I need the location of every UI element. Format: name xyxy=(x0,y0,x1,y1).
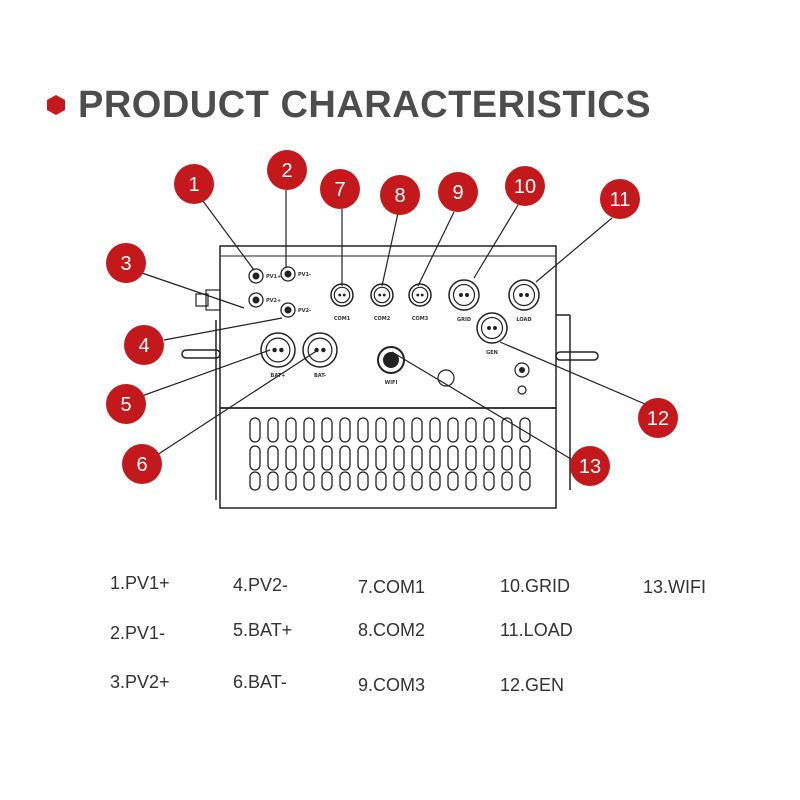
bat-minus-port-label: BAT- xyxy=(314,373,326,379)
bat-plus-port: BAT+ xyxy=(260,332,296,379)
callout-4: 4 xyxy=(124,325,164,365)
callout-3-number: 3 xyxy=(120,253,131,275)
bat-plus-port-label: BAT+ xyxy=(271,373,286,379)
leader-lines xyxy=(138,190,646,463)
pv2-minus-port-label: PV2- xyxy=(298,308,311,314)
load-port-label: LOAD xyxy=(516,317,531,323)
legend-item: 2.PV1- xyxy=(110,623,166,643)
legend-item: 11.LOAD xyxy=(500,620,573,640)
legend-item: 5.BAT+ xyxy=(233,620,293,640)
callout-1-number: 1 xyxy=(188,174,199,196)
callout-9-number: 9 xyxy=(452,182,463,204)
ground-symbol xyxy=(517,385,527,395)
callout-10-number: 10 xyxy=(514,176,536,198)
pv2-plus-side-connector xyxy=(195,289,221,311)
pv1-minus-port: PV1- xyxy=(280,266,311,282)
pv2-minus-port: PV2- xyxy=(280,302,311,318)
pv1-minus-port-label: PV1- xyxy=(298,272,311,278)
com3-port-label: COM3 xyxy=(412,316,429,322)
cooling-fins xyxy=(249,417,531,491)
legend-item: 8.COM2 xyxy=(358,620,426,640)
pv2-plus-port-label: PV2+ xyxy=(266,298,281,304)
com2-port-label: COM2 xyxy=(374,316,391,322)
com2-port: COM2 xyxy=(370,283,394,322)
legend-item: 6.BAT- xyxy=(233,672,287,692)
legend-item: 12.GEN xyxy=(500,675,565,695)
callout-11: 11 xyxy=(600,179,640,219)
callout-7-number: 7 xyxy=(334,179,345,201)
callout-5: 5 xyxy=(106,384,146,424)
callout-11-number: 11 xyxy=(610,189,631,211)
pv2-plus-port: PV2+ xyxy=(248,292,281,308)
callout-10: 10 xyxy=(505,166,545,206)
legend-item: 7.COM1 xyxy=(358,577,426,597)
callout-13-number: 13 xyxy=(579,456,601,478)
gen-port: GEN xyxy=(476,312,508,356)
callout-12: 12 xyxy=(638,398,678,438)
title-block: PRODUCT CHARACTERISTICS xyxy=(46,80,651,130)
grid-port-label: GRID xyxy=(457,317,471,323)
ports: PV1+ PV2+ PV1- PV2- COM1 COM2 COM3 GRID LOAD GEN B… xyxy=(248,266,540,395)
hexagon-bullet-icon xyxy=(47,95,65,115)
legend-item: 4.PV2- xyxy=(233,575,289,595)
com1-port: COM1 xyxy=(330,283,354,322)
pv1-plus-port-label: PV1+ xyxy=(266,274,281,280)
callout-2-number: 2 xyxy=(281,160,292,182)
grid-port: GRID xyxy=(448,279,480,323)
callout-6: 6 xyxy=(122,444,162,484)
callout-9: 9 xyxy=(438,172,478,212)
wifi-port: WIFI xyxy=(377,346,405,386)
callout-1: 1 xyxy=(174,164,214,204)
callout-6-number: 6 xyxy=(136,454,147,476)
legend-item: 9.COM3 xyxy=(358,675,426,695)
com1-port-label: COM1 xyxy=(334,316,351,322)
callout-3: 3 xyxy=(106,243,146,283)
callout-5-number: 5 xyxy=(120,394,131,416)
inverter-body xyxy=(181,245,599,509)
legend-item: 1.PV1+ xyxy=(110,573,170,593)
callout-13: 13 xyxy=(570,446,610,486)
callout-4-number: 4 xyxy=(138,335,149,357)
legend-item: 13.WIFI xyxy=(643,577,707,597)
legend-item: 3.PV2+ xyxy=(110,672,170,692)
callout-7: 7 xyxy=(320,169,360,209)
pv1-plus-port: PV1+ xyxy=(248,268,281,284)
ground-screw xyxy=(514,362,530,378)
legend-item: 10.GRID xyxy=(500,576,571,596)
blank-plug xyxy=(437,369,455,387)
wifi-port-label: WIFI xyxy=(385,380,398,386)
gen-port-label: GEN xyxy=(486,350,498,356)
callout-8: 8 xyxy=(380,175,420,215)
load-port: LOAD xyxy=(508,279,540,323)
page-title: PRODUCT CHARACTERISTICS xyxy=(78,83,652,126)
com3-port: COM3 xyxy=(408,283,432,322)
callout-2: 2 xyxy=(267,150,307,190)
callout-8-number: 8 xyxy=(394,185,405,207)
bat-minus-port: BAT- xyxy=(302,332,338,379)
callout-12-number: 12 xyxy=(647,408,669,430)
